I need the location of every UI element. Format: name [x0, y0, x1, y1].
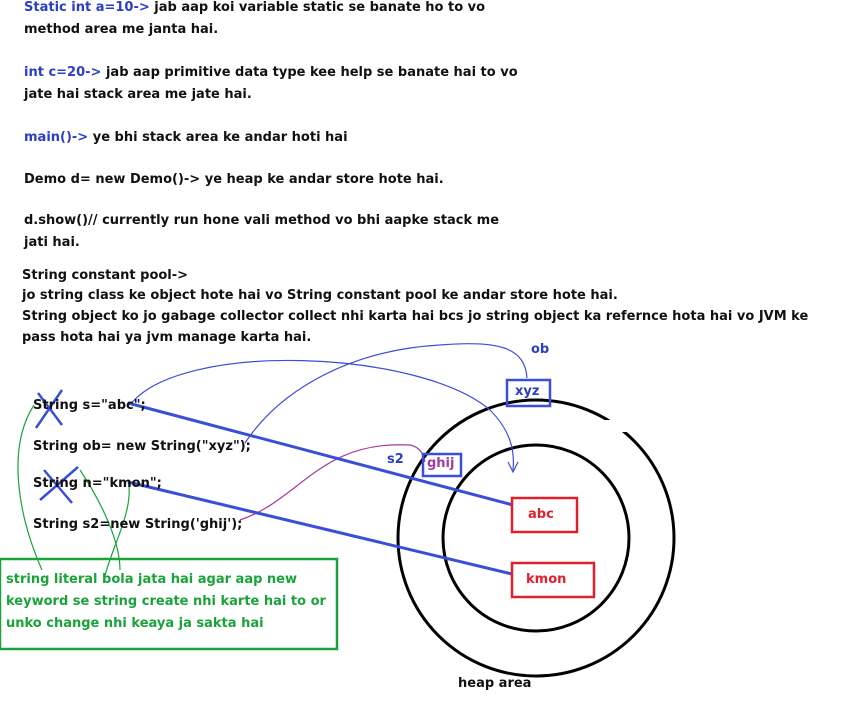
abc-label: abc — [528, 507, 554, 522]
pool-line-2: String object ko jo gabage collector col… — [22, 309, 809, 324]
code-line-s2: String s2=new String('ghij'); — [33, 517, 243, 532]
ob-ref-label: ob — [531, 342, 550, 357]
green-curve-right — [103, 479, 130, 581]
arrow-n-to-kmon — [127, 480, 513, 576]
kmon-label: kmon — [526, 572, 567, 587]
heap-area-caption: heap area — [458, 676, 532, 691]
abc-box — [510, 496, 579, 534]
note-show: d.show()// currently run hone vali metho… — [24, 213, 500, 228]
curve-ob-to-xyz — [244, 343, 528, 444]
pool-heading: String constant pool-> — [22, 268, 189, 283]
xyz-box — [505, 378, 552, 408]
code-line-ob: String ob= new String("xyz"); — [33, 439, 251, 454]
pool-line-3: pass hota hai ya jvm manage karta hai. — [22, 330, 312, 345]
string-pool-inner-circle — [441, 443, 631, 633]
xyz-label: xyz — [515, 384, 540, 399]
cross-n-line1 — [43, 469, 73, 504]
ghij-label: ghij — [427, 456, 455, 471]
ghij-box — [421, 452, 463, 478]
cross-n-line2 — [39, 466, 79, 501]
arrow-s-to-abc — [127, 401, 514, 507]
note-demo: Demo d= new Demo()-> ye heap ke andar st… — [24, 172, 444, 187]
green-note-box — [0, 557, 339, 651]
heap-outer-circle — [396, 398, 676, 678]
curve-s-to-pool — [129, 359, 514, 471]
note-show-cont: jati hai. — [24, 235, 80, 250]
note-main: main()-> ye bhi stack area ke andar hoti… — [24, 130, 348, 145]
curve-arrowhead — [507, 461, 519, 474]
note-primitive: int c=20-> jab aap primitive data type k… — [24, 65, 518, 80]
curve-s2-to-ghij — [239, 444, 426, 521]
pool-line-1: jo string class ke object hote hai vo St… — [22, 288, 618, 303]
green-curve-left — [17, 404, 43, 571]
green-note-line-1: string literal bola jata hai agar aap ne… — [6, 572, 298, 587]
cross-s-line2 — [34, 389, 64, 429]
note-primitive-cont: jate hai stack area me jate hai. — [24, 87, 252, 102]
inner-circle-gap — [532, 420, 628, 432]
kmon-box — [510, 561, 596, 599]
green-note-line-2: keyword se string create nhi karte hai t… — [6, 594, 326, 609]
green-note-line-3: unko change nhi keaya ja sakta hai — [6, 616, 264, 631]
code-line-s: String s="abc"; — [33, 398, 146, 413]
note-static: Static int a=10-> jab aap koi variable s… — [24, 0, 486, 15]
note-static-cont: method area me janta hai. — [24, 22, 219, 37]
code-line-n: String n="kmon"; — [33, 476, 162, 491]
s2-ref-label: s2 — [387, 452, 404, 467]
